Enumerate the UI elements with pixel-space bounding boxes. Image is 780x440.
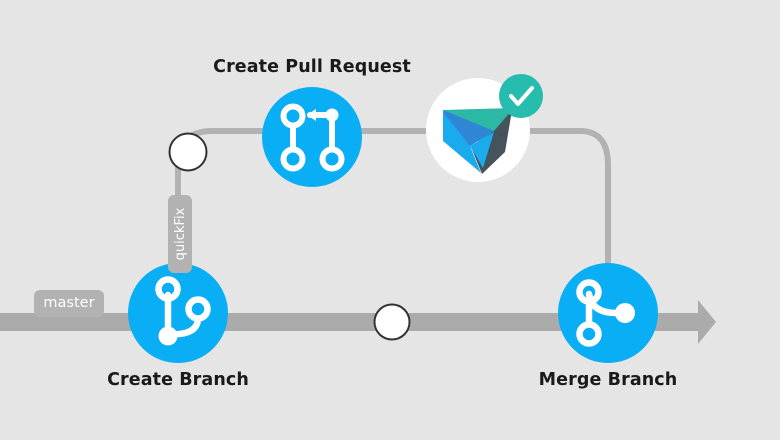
check-icon xyxy=(509,86,534,106)
quickfix-top-right-curve xyxy=(579,128,611,318)
create-pull-request-circle xyxy=(262,87,362,187)
node-build-status[interactable] xyxy=(426,74,543,182)
master-commit-dot[interactable] xyxy=(373,303,411,341)
branch-point-commit-dot[interactable] xyxy=(168,132,208,172)
node-create-branch[interactable] xyxy=(128,263,228,363)
build-status-badge xyxy=(499,74,543,118)
label-create-branch: Create Branch xyxy=(107,370,249,390)
quickfix-branch-line-group xyxy=(175,128,611,320)
git-merge-icon xyxy=(576,279,635,347)
label-merge-branch: Merge Branch xyxy=(538,370,678,390)
master-line xyxy=(0,300,716,344)
check-badge-circle xyxy=(499,74,543,118)
node-merge-branch[interactable] xyxy=(558,263,658,363)
app-logo-icon xyxy=(443,108,515,174)
node-create-pull-request[interactable] xyxy=(262,87,362,187)
label-create-pull-request: Create Pull Request xyxy=(213,57,411,77)
branch-tag-master[interactable]: master xyxy=(34,290,104,317)
branch-tag-quickfix[interactable]: quickFix xyxy=(168,195,192,273)
git-branch-icon xyxy=(155,276,211,346)
git-pull-request-icon xyxy=(280,103,345,172)
master-line-group xyxy=(0,300,716,344)
create-branch-circle xyxy=(128,263,228,363)
